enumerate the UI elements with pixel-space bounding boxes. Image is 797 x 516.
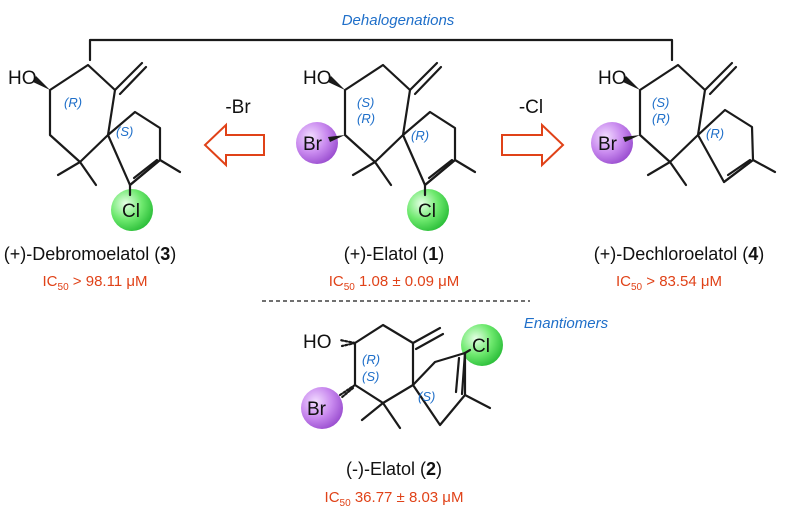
structure-elatol-plus: HO Br Cl (S) (R) (R) — [296, 61, 477, 231]
structure-dechloroelatol: HO Br (S) (R) (R) — [591, 61, 777, 187]
cl-sphere — [461, 324, 503, 366]
stereo-R-label: (R) — [706, 126, 724, 141]
br-sphere — [591, 122, 633, 164]
enantiomers-title: Enantiomers — [524, 315, 609, 332]
left-open-arrow — [203, 122, 265, 168]
stereo-S-label: (S) — [362, 369, 379, 384]
stereo-R-label: (R) — [411, 128, 429, 143]
elatol-plus-ic50: IC50 1.08 ± 0.09 μM — [329, 273, 460, 293]
ho-label: HO — [303, 68, 332, 89]
structure-debromoelatol: HO Cl (R) (S) — [8, 61, 182, 231]
cl-sphere — [407, 189, 449, 231]
structure-elatol-minus: HO Br Cl (R) (S) (S) — [301, 323, 503, 430]
debromoelatol-caption: (+)-Debromoelatol (3) — [4, 244, 177, 264]
stereo-R-label: (R) — [64, 95, 82, 110]
debromoelatol-ic50: IC50 > 98.11 μM — [43, 273, 148, 293]
stereo-S-label: (S) — [116, 124, 133, 139]
ho-label: HO — [8, 68, 37, 89]
cl-label: Cl — [122, 201, 140, 222]
stereo-S-label: (S) — [418, 389, 435, 404]
br-label: Br — [307, 399, 327, 420]
stereo-S-label: (S) — [652, 95, 669, 110]
minus-br-label: -Br — [225, 97, 251, 118]
dechloroelatol-caption: (+)-Dechloroelatol (4) — [594, 244, 765, 264]
minus-cl-label: -Cl — [519, 97, 543, 118]
cl-label: Cl — [472, 336, 490, 357]
elatol-minus-caption: (-)-Elatol (2) — [346, 459, 442, 479]
cl-sphere — [111, 189, 153, 231]
stereo-S-label: (S) — [357, 95, 374, 110]
ho-label: HO — [303, 332, 332, 353]
right-open-arrow — [501, 122, 565, 168]
dechloroelatol-ic50: IC50 > 83.54 μM — [616, 273, 722, 293]
stereo-R-label: (R) — [357, 111, 375, 126]
br-label: Br — [598, 134, 618, 155]
br-label: Br — [303, 134, 323, 155]
elatol-plus-caption: (+)-Elatol (1) — [344, 244, 445, 264]
stereo-R-label: (R) — [652, 111, 670, 126]
br-sphere — [296, 122, 338, 164]
elatol-minus-ic50: IC50 36.77 ± 8.03 μM — [325, 489, 464, 509]
cl-label: Cl — [418, 201, 436, 222]
ho-label: HO — [598, 68, 627, 89]
br-sphere — [301, 387, 343, 429]
dehalogenations-title: Dehalogenations — [342, 12, 455, 29]
dehalogenation-bracket — [88, 38, 674, 62]
stereo-R-label: (R) — [362, 352, 380, 367]
